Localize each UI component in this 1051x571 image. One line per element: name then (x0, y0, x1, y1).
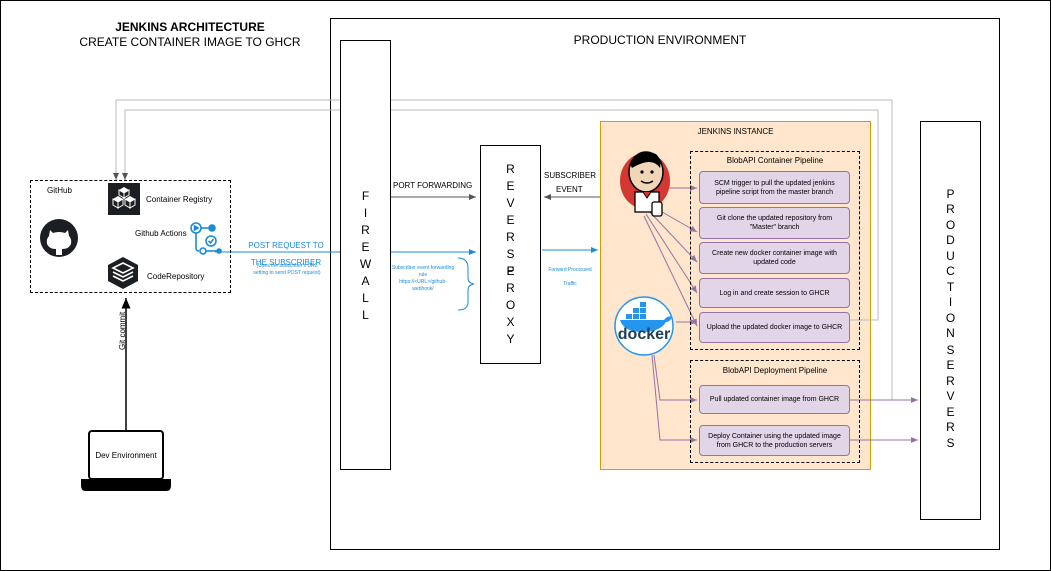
pipeline-step-upload-image: Upload the updated docker image to GHCR (699, 312, 850, 343)
ghcr-upload-edge (122, 109, 879, 321)
reverse-letter: R (506, 229, 515, 244)
firewall-letter: I (363, 206, 368, 220)
container-registry-label: Container Registry (146, 195, 213, 204)
production-letter: R (946, 202, 955, 216)
reverse-letter: R (506, 161, 515, 176)
proxy-letter: X (506, 314, 515, 329)
subscriber-event-label: SUBSCRIBER EVENT (540, 169, 600, 197)
github-label: GitHub (47, 186, 72, 195)
container-pipeline-box (690, 151, 860, 350)
deployment-pipeline-title: BlobAPI Deployment Pipeline (722, 366, 828, 375)
forward-traffic-line-2: Traffic (563, 281, 577, 287)
servers-letter: E (946, 404, 955, 419)
git-commit-label: Git commit (118, 311, 127, 350)
reverse-letter: V (506, 195, 515, 210)
production-environment-label: PRODUCTION ENVIRONMENT (573, 33, 747, 47)
pipeline-step-git-clone: Git clone the updated repository from "M… (699, 207, 850, 239)
post-request-label: POST REQUEST TO THE SUBSCRIBER (236, 237, 336, 271)
container-registry-icon (108, 183, 140, 220)
proxy-letter: O (505, 297, 516, 312)
production-letter: N (946, 326, 955, 340)
firewall-letter: A (361, 274, 370, 288)
proxy-letter: Y (506, 331, 515, 346)
github-actions-icon (189, 221, 223, 260)
production-letter: C (946, 264, 955, 278)
reverse-proxy-box (480, 145, 541, 364)
firewall-letter: L (362, 291, 369, 305)
diagram-title: JENKINS ARCHITECTURE CREATE CONTAINER IM… (60, 20, 320, 50)
production-letter: U (946, 248, 955, 263)
container-pipeline-title: BlobAPI Container Pipeline (726, 156, 824, 165)
docker-logo-text: docker (617, 326, 671, 343)
servers-letter: E (946, 358, 955, 373)
firewall-letter: W (359, 257, 372, 271)
ghcr-pull-edge (113, 99, 893, 400)
production-letter: T (946, 279, 955, 294)
firewall-letter: R (361, 223, 370, 237)
pipeline-step-login-ghcr: Log in and create session to GHCR (699, 278, 850, 308)
title-line-1: JENKINS ARCHITECTURE (115, 20, 265, 34)
github-actions-label: Github Actions (135, 229, 187, 238)
production-letter: P (946, 186, 955, 201)
pipeline-step-build-image: Create new docker container image with u… (699, 242, 850, 274)
title-line-2: CREATE CONTAINER IMAGE TO GHCR (79, 35, 301, 49)
reverse-letter: E (506, 212, 515, 227)
production-letter: O (945, 310, 956, 325)
pipeline-step-scm: SCM trigger to pull the updated jenkins … (699, 171, 850, 204)
firewall-letter: L (362, 308, 369, 322)
forward-traffic-line-1: Forward Processed (548, 267, 592, 273)
production-letter: I (948, 295, 953, 309)
firewall-letter: F (361, 189, 370, 203)
github-icon (36, 218, 82, 263)
post-request-line-1: POST REQUEST TO (248, 241, 324, 250)
forwarding-rule-line-3: https://<URL>/github- (399, 279, 447, 285)
production-letter: O (945, 217, 956, 232)
forwarding-rule-line-1: Subscriber event forwarding (391, 265, 455, 271)
post-request-note: (Uses the subscriber's URL setting to se… (232, 263, 342, 277)
forward-traffic-label: Forward Processed Traffic (540, 263, 600, 291)
servers-letter: R (946, 373, 955, 388)
dev-environment-laptop-icon (80, 430, 172, 497)
production-letter: D (946, 233, 955, 247)
pipeline-step-pull-image: Pull updated container image from GHCR (699, 385, 850, 414)
subscriber-event-line-1: SUBSCRIBER (543, 171, 596, 180)
reverse-letter: E (506, 178, 515, 193)
code-repository-icon (105, 255, 141, 296)
github-box (30, 180, 231, 293)
servers-letter: V (946, 389, 955, 404)
code-repository-label: CodeRepository (147, 272, 205, 281)
firewall-letter: E (361, 240, 370, 254)
dev-environment-label: Dev Environment (95, 451, 157, 460)
post-request-line-2: THE SUBSCRIBER (250, 258, 322, 267)
reverse-letter: E (506, 263, 515, 278)
post-request-note-2: setting to send POST request) (253, 270, 321, 276)
port-forwarding-label: PORT FORWARDING (393, 181, 473, 190)
production-servers-box (920, 121, 981, 520)
jenkins-instance-label: JENKINS INSTANCE (697, 127, 774, 136)
servers-letter: S (946, 342, 955, 357)
pipeline-step-deploy: Deploy Container using the updated image… (699, 425, 850, 456)
forwarding-rule-label: Subscriber event forwarding rule https:/… (388, 265, 458, 293)
reverse-letter: S (506, 246, 515, 261)
forwarding-rule-line-2: rule (418, 272, 428, 278)
forwarding-rule-brace (457, 257, 475, 311)
proxy-letter: P (506, 263, 515, 278)
proxy-letter: R (506, 280, 515, 295)
post-request-note-1: (Uses the subscriber's URL (256, 263, 318, 269)
deployment-pipeline-box (690, 360, 860, 463)
jenkins-logo-icon (618, 146, 676, 223)
docker-logo-icon: docker (612, 296, 676, 361)
forwarding-rule-line-4: webhook/ (412, 286, 434, 292)
servers-letter: S (946, 435, 955, 450)
firewall-box (340, 40, 391, 470)
subscriber-event-line-2: EVENT (556, 185, 583, 194)
servers-letter: R (946, 420, 955, 435)
